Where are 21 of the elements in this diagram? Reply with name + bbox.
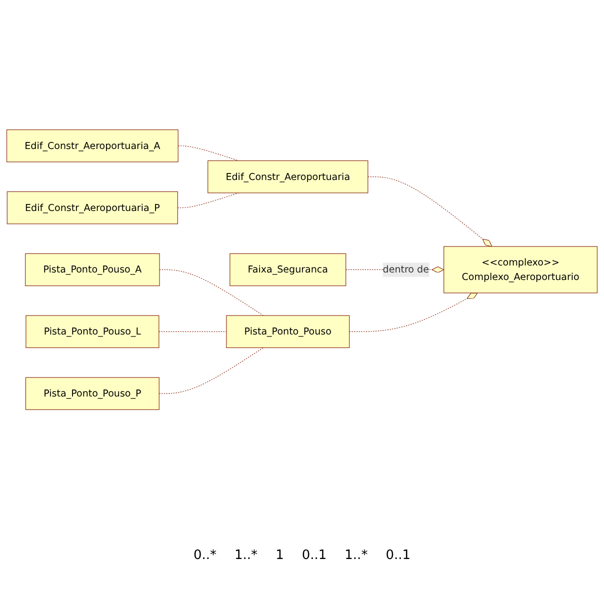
- class-box: Faixa_Seguranca: [230, 254, 346, 286]
- class-box: Edif_Constr_Aeroportuaria_P: [6, 192, 178, 224]
- connector: [368, 176, 492, 248]
- class-box: Pista_Ponto_Pouso_A: [25, 254, 160, 286]
- connector: [177, 192, 239, 208]
- connector: [158, 348, 264, 394]
- class-box: Pista_Ponto_Pouso_P: [25, 377, 160, 410]
- class-box: <<complexo>> Complexo_Aeroportuario: [444, 246, 598, 294]
- multiplicity-label: 0..*: [193, 548, 217, 563]
- multiplicity-label: 1..*: [234, 548, 258, 563]
- multiplicity-label: 0..1: [302, 548, 327, 563]
- multiplicity-label: 1: [276, 548, 284, 563]
- class-box: Pista_Ponto_Pouso_L: [26, 316, 160, 348]
- connector: [159, 270, 264, 316]
- class-box: Pista_Ponto_Pouso: [226, 316, 350, 348]
- multiplicity-label: 0..1: [386, 548, 411, 563]
- class-box: Edif_Constr_Aeroportuaria_A: [6, 130, 178, 162]
- multiplicity-label: 1..*: [344, 548, 368, 563]
- connector: [349, 292, 478, 332]
- connector: [178, 146, 239, 162]
- class-box: Edif_Constr_Aeroportuaria: [208, 160, 368, 194]
